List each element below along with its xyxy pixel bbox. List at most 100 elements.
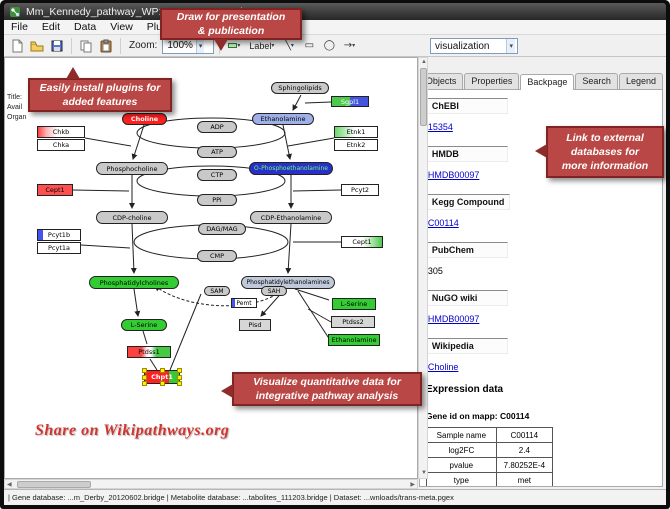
menu-file[interactable]: File xyxy=(11,21,28,33)
node-o-phosphoethanolamine[interactable]: O-Phosphoethanolamine xyxy=(249,162,333,175)
node-pisd[interactable]: Pisd xyxy=(239,319,271,331)
node-adp[interactable]: ADP xyxy=(197,121,237,133)
canvas-wrapper: Title: Avail Organ Sphingolipids Sgpl1 C… xyxy=(4,57,428,489)
tab-properties[interactable]: Properties xyxy=(464,73,520,89)
selection-handle[interactable] xyxy=(177,381,182,386)
menu-view[interactable]: View xyxy=(110,21,133,33)
caret-icon: ▾ xyxy=(290,43,294,49)
table-row: log2FC 2.4 xyxy=(425,442,553,458)
node-phosphatidylcholines[interactable]: Phosphatidylcholines xyxy=(89,276,179,289)
node-cept1-left[interactable]: Cept1 xyxy=(37,184,73,196)
backpage-link-wikipedia[interactable]: Choline xyxy=(427,362,459,372)
info-availability-label: Avail xyxy=(7,104,23,111)
callout-pointer xyxy=(214,39,228,51)
node-ethanolamine-top[interactable]: Ethanolamine xyxy=(252,113,314,125)
node-chkb[interactable]: Chkb xyxy=(37,126,85,138)
scroll-left-icon[interactable]: ◀ xyxy=(7,482,12,488)
node-cdp-choline[interactable]: CDP-choline xyxy=(96,211,168,224)
app-icon xyxy=(10,6,20,17)
canvas-vertical-scrollbar[interactable]: ▲ ▼ xyxy=(418,57,428,479)
line-tool-button[interactable]: ╲▾ xyxy=(280,37,298,55)
node-phosphatidylethanolamines[interactable]: Phosphatidylethanolamines xyxy=(241,276,335,289)
node-ctp[interactable]: CTP xyxy=(197,169,237,181)
rectangle-tool-button[interactable]: ▭ xyxy=(300,37,318,55)
label-tool-text: Label xyxy=(249,40,272,51)
horizontal-scroll-thumb[interactable] xyxy=(17,481,91,488)
tab-backpage[interactable]: Backpage xyxy=(520,74,575,90)
copy-icon xyxy=(80,40,92,52)
toolbar-separator xyxy=(120,37,121,54)
node-etnk2[interactable]: Etnk2 xyxy=(334,139,378,151)
node-pcyt1b[interactable]: Pcyt1b xyxy=(37,229,81,241)
label-tool-button[interactable]: Label▾ xyxy=(245,37,278,55)
save-disk-icon xyxy=(51,40,63,51)
node-l-serine-left[interactable]: L-Serine xyxy=(121,319,167,331)
scroll-up-icon[interactable]: ▲ xyxy=(421,59,427,65)
node-pemt[interactable]: Pemt xyxy=(231,298,257,308)
node-etnk1[interactable]: Etnk1 xyxy=(334,126,378,138)
arrow-tool-button[interactable]: →▾ xyxy=(340,37,358,55)
node-pcyt2[interactable]: Pcyt2 xyxy=(341,184,379,196)
node-sgpl1[interactable]: Sgpl1 xyxy=(331,96,369,107)
oval-tool-icon: ◯ xyxy=(323,40,335,51)
node-sah[interactable]: SAH xyxy=(261,286,287,296)
zoom-value: 100% xyxy=(167,40,193,51)
backpage-link-nugo[interactable]: HMDB00097 xyxy=(427,314,480,324)
zoom-select[interactable]: 100%▾ xyxy=(162,37,215,54)
new-file-button[interactable] xyxy=(8,37,26,55)
menu-edit[interactable]: Edit xyxy=(41,21,61,33)
node-ptdss1[interactable]: Ptdss1 xyxy=(127,346,171,358)
copy-button[interactable] xyxy=(77,37,95,55)
node-cdp-ethanolamine[interactable]: CDP-Ethanolamine xyxy=(250,211,332,224)
node-chpt1-label: Chpt1 xyxy=(151,373,173,381)
pathway-canvas[interactable]: Title: Avail Organ Sphingolipids Sgpl1 C… xyxy=(4,57,418,479)
oval-tool-button[interactable]: ◯ xyxy=(320,37,338,55)
selection-handle[interactable] xyxy=(177,368,182,373)
paste-button[interactable] xyxy=(97,37,115,55)
scroll-right-icon[interactable]: ▶ xyxy=(410,482,415,488)
save-button[interactable] xyxy=(48,37,66,55)
callout-draw: Draw for presentation & publication xyxy=(160,8,302,51)
paste-icon xyxy=(100,39,112,52)
caret-icon: ▾ xyxy=(195,38,205,53)
node-l-serine-right[interactable]: L-Serine xyxy=(332,298,376,310)
node-sphingolipids[interactable]: Sphingolipids xyxy=(271,82,329,94)
node-cept1-right[interactable]: Cept1 xyxy=(341,236,383,248)
tab-search[interactable]: Search xyxy=(575,73,618,89)
node-ethanolamine-right[interactable]: Ethanolamine xyxy=(328,334,380,346)
node-chpt1-selected[interactable]: Chpt1 xyxy=(142,368,182,386)
node-ptdss2[interactable]: Ptdss2 xyxy=(331,316,375,328)
selection-handle[interactable] xyxy=(177,375,182,380)
backpage-link-hmdb[interactable]: HMDB00097 xyxy=(427,170,480,180)
node-phosphocholine[interactable]: Phosphocholine xyxy=(96,162,168,175)
caret-icon: ▾ xyxy=(506,39,515,53)
node-chka[interactable]: Chka xyxy=(37,139,85,151)
callout-line: integrative pathway analysis xyxy=(255,390,399,402)
node-ppi[interactable]: PPi xyxy=(197,194,237,206)
node-cmp[interactable]: CMP xyxy=(197,250,237,262)
backpage-link-chebi[interactable]: 15354 xyxy=(427,122,453,132)
vertical-scroll-thumb[interactable] xyxy=(420,68,427,126)
caret-icon: ▾ xyxy=(352,43,356,49)
selection-handle[interactable] xyxy=(142,368,147,373)
visualization-select[interactable]: visualization▾ xyxy=(430,38,518,54)
open-file-button[interactable] xyxy=(28,37,46,55)
node-sam[interactable]: SAM xyxy=(204,286,230,296)
canvas-horizontal-scrollbar[interactable]: ◀ ▶ xyxy=(4,479,418,489)
tab-legend[interactable]: Legend xyxy=(618,73,663,89)
title-bar[interactable]: Mm_Kennedy_pathway_WP1771_45176.gpml xyxy=(4,3,666,20)
selection-handle[interactable] xyxy=(160,381,165,386)
node-atp[interactable]: ATP xyxy=(197,146,237,158)
node-pcyt1a[interactable]: Pcyt1a xyxy=(37,242,81,254)
node-choline[interactable]: Choline xyxy=(122,113,167,125)
backpage-link-kegg[interactable]: C00114 xyxy=(427,218,459,228)
selection-handle[interactable] xyxy=(142,381,147,386)
caret-icon: ▾ xyxy=(237,43,241,49)
selection-handle[interactable] xyxy=(160,368,165,373)
scroll-down-icon[interactable]: ▼ xyxy=(421,470,427,476)
node-dag-mag[interactable]: DAG/MAG xyxy=(198,223,246,235)
selection-handle[interactable] xyxy=(142,375,147,380)
table-cell: 7.80252E-4 xyxy=(495,457,553,473)
datanode-dropdown[interactable]: ▾ xyxy=(225,37,243,55)
menu-data[interactable]: Data xyxy=(74,21,97,33)
